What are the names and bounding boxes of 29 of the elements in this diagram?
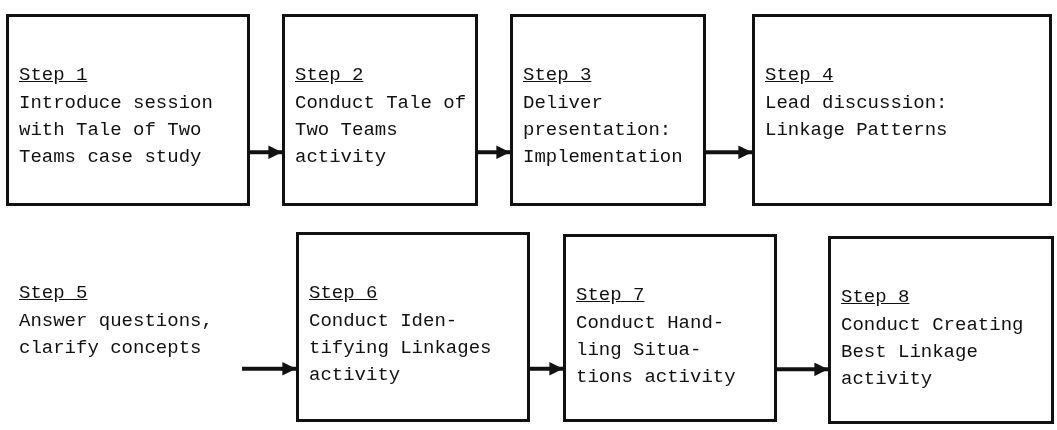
arrow [777,362,828,377]
step-heading: Step 3 [523,63,592,88]
step-heading: Step 4 [765,63,834,88]
step-heading: Step 8 [841,285,910,310]
step-box [6,14,250,206]
step-description: Introduce session with Tale of Two Teams case study [19,91,214,170]
step-box [828,236,1054,424]
arrow [242,362,296,376]
arrow [250,145,282,160]
step-description: Answer questions, clarify concepts [19,309,214,361]
step-heading: Step 7 [576,283,645,308]
arrow [706,145,752,160]
step-description: Conduct Iden- tifying Linkages activity [309,309,493,388]
step-heading: Step 6 [309,281,378,306]
step-box [510,14,706,206]
step-description: Conduct Tale of Two Teams activity [295,91,468,170]
step-box [296,232,530,422]
step-description: Lead discussion: Linkage Patterns [765,91,949,143]
step-box [752,14,1052,206]
step-heading: Step 2 [295,63,364,88]
step-heading: Step 1 [19,63,88,88]
step-description: Conduct Creating Best Linkage activity [841,313,1025,392]
arrow [478,145,510,160]
step-description: Conduct Hand- ling Situa- tions activity [576,311,736,390]
step-box [282,14,478,206]
step-description: Deliver presentation: Implementation [523,91,684,170]
arrow [530,362,563,376]
step-box [563,234,777,422]
step-heading: Step 5 [19,281,88,306]
